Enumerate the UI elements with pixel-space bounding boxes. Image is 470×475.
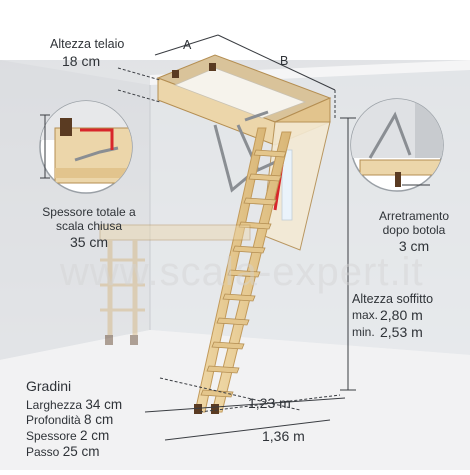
setback-label-2: dopo botola xyxy=(382,223,446,237)
folded-ladder-ghost xyxy=(99,224,251,345)
steps-row-label: Profondità xyxy=(26,413,81,428)
steps-row-label: Larghezza xyxy=(26,397,83,412)
ceiling-height-title: Altezza soffitto xyxy=(352,292,434,306)
ceiling-max-value: 2,80 m xyxy=(380,307,423,323)
steps-specs: Gradini Larghezza 34 cm Profondità 8 cm … xyxy=(26,378,122,460)
total-thickness-label-2: scala chiusa xyxy=(55,219,123,233)
detail-circle-left xyxy=(39,100,133,194)
steps-row-value: 34 cm xyxy=(85,396,123,412)
dimension-a-label: A xyxy=(183,38,192,52)
steps-row: Profondità 8 cm xyxy=(26,412,122,428)
steps-row: Larghezza 34 cm xyxy=(26,397,122,413)
setback-label-1: Arretramento xyxy=(378,209,450,223)
ladder-mechanism xyxy=(213,110,281,193)
ceiling-min-label: min. xyxy=(352,325,375,339)
steps-title: Gradini xyxy=(26,378,72,394)
ladder xyxy=(194,127,292,414)
steps-row-label: Spessore xyxy=(26,429,77,444)
dimension-b-label: B xyxy=(280,54,289,68)
total-thickness-value: 35 cm xyxy=(69,234,109,250)
steps-row-label: Passo xyxy=(26,445,60,460)
ceiling-min-value: 2,53 m xyxy=(380,324,423,340)
width-inner-value: 1,23 m xyxy=(248,395,291,411)
steps-row-value: 25 cm xyxy=(62,444,100,460)
frame-height-value: 18 cm xyxy=(62,53,101,69)
ceiling-max-label: max. xyxy=(352,308,379,322)
steps-row: Passo 25 cm xyxy=(26,444,122,460)
frame-height-title: Altezza telaio xyxy=(50,37,125,51)
steps-row-value: 8 cm xyxy=(84,412,114,428)
total-thickness-label-1: Spessore totale a xyxy=(42,205,136,219)
steps-row: Spessore 2 cm xyxy=(26,428,122,444)
setback-value: 3 cm xyxy=(398,238,430,254)
dimension-lines xyxy=(117,34,356,441)
steps-row-value: 2 cm xyxy=(80,428,110,444)
width-outer-value: 1,36 m xyxy=(262,428,305,444)
